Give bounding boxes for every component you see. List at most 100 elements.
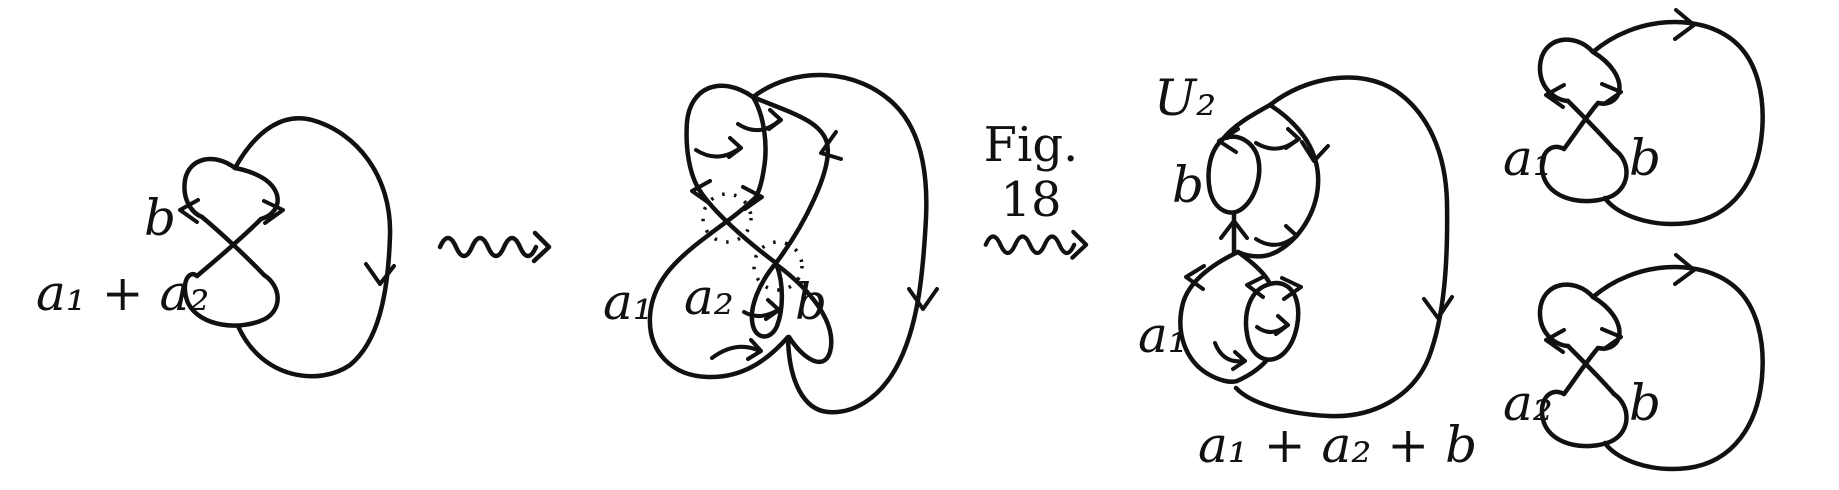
b-circle-region (1206, 102, 1273, 255)
down-arrow-icon (364, 262, 396, 286)
right-arrow-icon (1600, 82, 1623, 106)
squiggle-wave (437, 235, 539, 259)
big-loop (232, 116, 396, 379)
component-knot-top-drawing (1537, 8, 1765, 227)
orientation-arrow-head (1274, 314, 1290, 336)
b-strand (774, 262, 834, 365)
crossing-strand-2 (194, 216, 264, 279)
orientation-arrow-head (1231, 350, 1247, 371)
outer-loop-curve (1233, 75, 1450, 419)
squiggle-arrow-icon (437, 230, 552, 264)
label-unknot: U₂ (1154, 69, 1217, 127)
orientation-arrow-icon (1213, 341, 1246, 364)
upper-arc (736, 94, 843, 266)
a1-lobe-curve (1178, 249, 1241, 384)
orientation-arrow-head (1282, 224, 1299, 247)
orientation-arrow-head (727, 136, 743, 159)
b-circle (1206, 134, 1262, 215)
result-knot-drawing (1178, 75, 1454, 419)
top-lobe-left (1537, 37, 1596, 104)
twist-region (178, 156, 285, 328)
arrow-head (531, 230, 552, 264)
outer-loop (1233, 75, 1454, 419)
bottom-lobe (1539, 144, 1629, 204)
bottom-lobe (1539, 389, 1629, 449)
right-arrow-icon (1280, 276, 1303, 301)
left-arrow-icon (1544, 83, 1566, 109)
label-b: b (1172, 156, 1205, 214)
label-b: b (795, 273, 828, 331)
dotted-circle-2 (752, 240, 804, 292)
top-lobe-left (182, 156, 238, 220)
big-loop-curve (1590, 19, 1765, 227)
crossing-strand-1 (1565, 98, 1617, 152)
a2-inner-circle (1243, 280, 1301, 362)
big-loop-curve (232, 116, 393, 379)
a1-teardrop (647, 194, 791, 380)
label-a2: a₂ (684, 268, 734, 326)
strand-arrow-icon (819, 130, 843, 161)
big-loop-curve (1590, 264, 1765, 472)
down-arrow-icon (907, 287, 939, 311)
up-arrow-icon (1219, 219, 1249, 240)
label-a1: a₁ (603, 273, 653, 331)
a1-lobe (1178, 249, 1303, 384)
top-lobe-right (232, 165, 280, 222)
a2-kink-loop (742, 260, 785, 339)
label-bottom-loop: a₁ + a₂ (36, 264, 210, 322)
outer-loop (750, 72, 939, 415)
label-b: b (1629, 374, 1662, 432)
strand-arrow-icon (1300, 140, 1330, 163)
figure-reference: Fig. 18 (975, 117, 1087, 229)
balloon-right (750, 94, 768, 200)
label-a2: a₂ (1503, 374, 1553, 432)
arrow-head (1070, 229, 1089, 260)
orientation-arrow-head (1284, 127, 1301, 150)
label-sum: a₁ + a₂ + b (1198, 416, 1478, 474)
crossing-strand-1 (1565, 343, 1617, 397)
left-arrow-icon (1184, 264, 1206, 291)
component-knot-bottom-drawing (1537, 253, 1765, 472)
squiggle-arrow-icon (983, 229, 1089, 260)
left-arrow-icon (1245, 274, 1267, 299)
bottom-lobe (182, 272, 280, 328)
a2-loop-curve (749, 260, 785, 339)
initial-knot-drawing (178, 116, 396, 379)
right-arrow-icon (1673, 253, 1696, 286)
right-arrow-icon (262, 199, 285, 225)
label-top-loop: b (144, 189, 177, 247)
twist-region (1537, 282, 1629, 449)
crossing-strand-2 (1561, 345, 1601, 397)
figure-reference-line1: Fig. (983, 117, 1079, 173)
top-lobe-left (1537, 282, 1596, 349)
balloon-left (684, 83, 756, 194)
right-arrow-icon (1673, 8, 1696, 41)
crossing-region (697, 188, 804, 292)
left-arrow-icon (178, 198, 200, 224)
down-arrow-icon (1422, 295, 1454, 320)
outer-loop-curve (750, 72, 929, 415)
inner-arc-region (1235, 102, 1330, 259)
squiggle-wave (983, 234, 1077, 256)
orientation-arrow-head (767, 108, 783, 131)
left-arrow-icon (1544, 328, 1566, 354)
orientation-arrow-head (746, 338, 763, 361)
crossing-strand-2 (1561, 100, 1601, 152)
teardrop-curve (647, 194, 791, 380)
inner-arc (1235, 102, 1321, 259)
label-b: b (1629, 129, 1662, 187)
orientation-arrow-icon (710, 344, 762, 360)
crossing-strand (697, 188, 779, 266)
label-a1: a₁ (1138, 306, 1188, 364)
right-arrow-icon (1600, 327, 1623, 351)
twist-region (1537, 37, 1629, 204)
dotted-circle-1 (701, 192, 753, 244)
figure-reference-line2: 18 (1000, 172, 1062, 229)
circle-bottom-link (1234, 358, 1269, 384)
expanded-knot-drawing (647, 72, 939, 415)
label-a1: a₁ (1503, 129, 1553, 187)
big-loop (1590, 253, 1765, 472)
big-loop (1590, 8, 1765, 227)
circle-link-strand (1235, 249, 1273, 287)
